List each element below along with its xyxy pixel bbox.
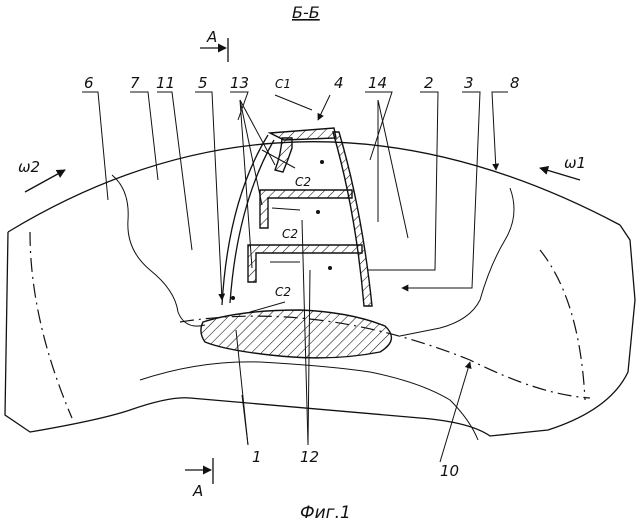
region-boundary-right [400, 188, 514, 336]
caption: Фиг.1 [300, 503, 351, 523]
part-number-1: 1 [252, 448, 262, 466]
cavity-dot-4 [231, 296, 235, 300]
speed-label-right: ω1 [564, 154, 586, 172]
part-number-7: 7 [130, 74, 140, 92]
part-number-12: 12 [300, 448, 319, 466]
part-number-6: 6 [84, 74, 94, 92]
gap-label-c1: С1 [275, 77, 291, 91]
section-title: Б-Б [292, 3, 320, 22]
rib-2 [248, 245, 362, 282]
part-number-3: 3 [464, 74, 474, 92]
outer-arc [8, 142, 620, 232]
pitch-circle-right [540, 250, 585, 400]
part-number-14: 14 [368, 74, 387, 92]
blade-wall-right [333, 132, 372, 306]
part-number-11: 11 [156, 74, 175, 92]
speed-label-left: ω2 [18, 158, 40, 176]
cavity-dot-2 [316, 210, 320, 214]
part-number-10: 10 [440, 462, 459, 480]
section-mark-top: А [206, 28, 217, 46]
part-number-2: 2 [424, 74, 434, 92]
part-number-8: 8 [510, 74, 520, 92]
region-boundary-left [112, 175, 205, 326]
cavity-dot-3 [328, 266, 332, 270]
part-number-4: 4 [334, 74, 344, 92]
part-number-13: 13 [230, 74, 249, 92]
section-mark-bottom: А [192, 482, 203, 500]
gap-label-c2c: С2 [275, 285, 291, 299]
blade-root [201, 310, 392, 358]
gap-label-c2a: С2 [295, 175, 311, 189]
pitch-circle-left [30, 232, 72, 418]
cavity-dot-1 [320, 160, 324, 164]
part-number-5: 5 [198, 74, 208, 92]
rib-1 [260, 190, 352, 228]
gap-label-c2b: С2 [282, 227, 298, 241]
blade-tip [270, 128, 336, 140]
